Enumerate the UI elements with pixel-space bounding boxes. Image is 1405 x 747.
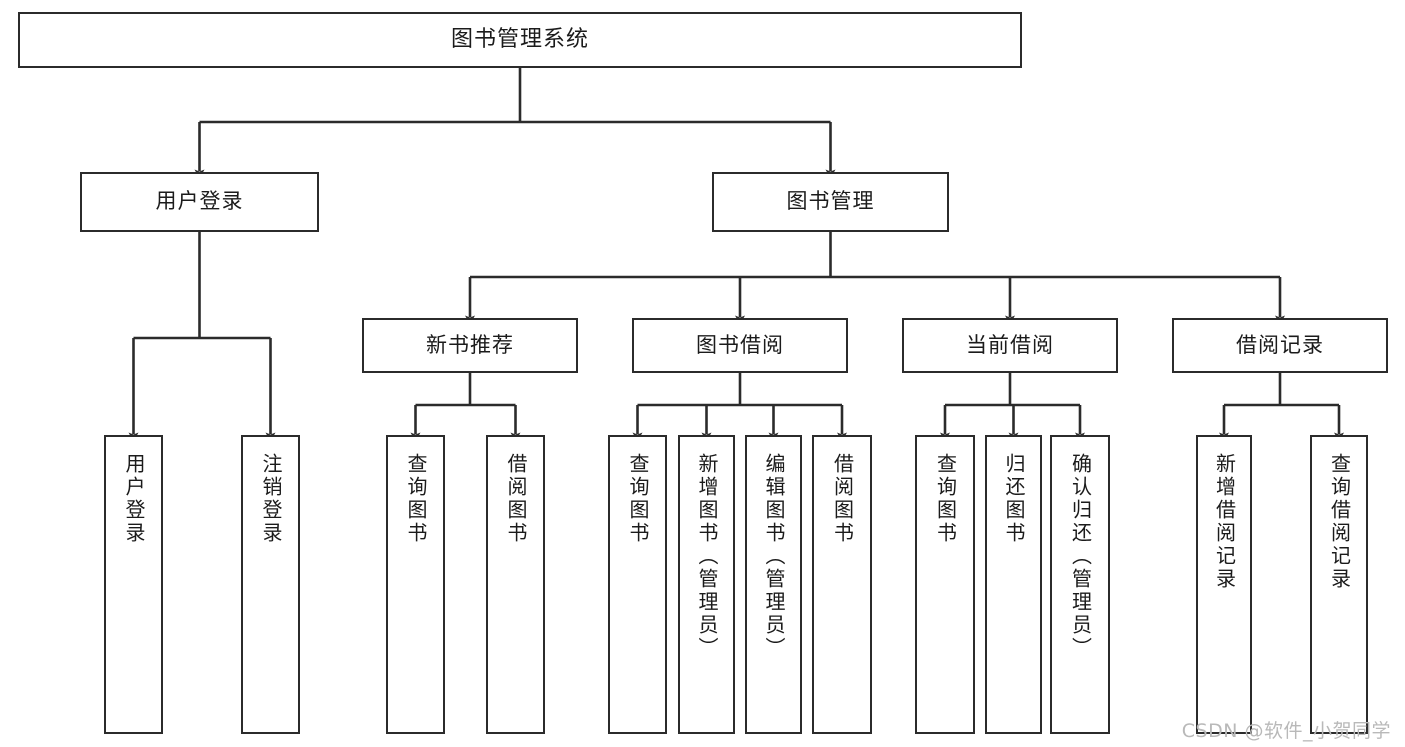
- node-label: 图书管理: [786, 189, 875, 214]
- node-label: 借阅图书: [830, 453, 855, 545]
- node-label: 图书管理系统: [450, 26, 589, 52]
- node-leaf-borrow-book-1: 借阅图书: [486, 435, 545, 734]
- node-leaf-confirm-return: 确认归还（管理员）: [1050, 435, 1110, 734]
- node-label: 用户登录: [122, 453, 146, 545]
- node-label: 编辑图书（管理员）: [762, 453, 786, 660]
- node-current-borrow: 当前借阅: [902, 318, 1118, 373]
- node-leaf-borrow-book-2: 借阅图书: [812, 435, 872, 734]
- node-user-login: 用户登录: [80, 172, 319, 232]
- node-label: 当前借阅: [966, 332, 1054, 357]
- node-label: 注销登录: [259, 453, 283, 545]
- node-label: 查询借阅记录: [1327, 453, 1352, 591]
- node-label: 查询图书: [404, 453, 428, 545]
- node-label: 借阅图书: [504, 453, 528, 545]
- node-label: 归还图书: [1002, 453, 1026, 545]
- node-label: 新书推荐: [426, 332, 514, 357]
- node-leaf-query-record: 查询借阅记录: [1310, 435, 1368, 734]
- node-label: 用户登录: [155, 189, 244, 214]
- node-leaf-add-book: 新增图书（管理员）: [678, 435, 735, 734]
- csdn-watermark: CSDN @软件_小贺同学: [1181, 720, 1391, 742]
- node-label: 查询图书: [626, 453, 650, 545]
- node-label: 确认归还（管理员）: [1068, 453, 1093, 660]
- node-label: 新增图书（管理员）: [695, 453, 719, 660]
- node-leaf-query-book-1: 查询图书: [386, 435, 445, 734]
- node-leaf-edit-book: 编辑图书（管理员）: [745, 435, 802, 734]
- node-leaf-add-record: 新增借阅记录: [1196, 435, 1252, 734]
- node-label: 图书借阅: [696, 332, 784, 357]
- node-borrow-record: 借阅记录: [1172, 318, 1388, 373]
- node-label: 查询图书: [933, 453, 958, 545]
- node-leaf-user-login: 用户登录: [104, 435, 163, 734]
- node-label: 新增借阅记录: [1212, 453, 1237, 591]
- node-new-book-rec: 新书推荐: [362, 318, 578, 373]
- node-leaf-query-book-2: 查询图书: [608, 435, 667, 734]
- node-book-borrow: 图书借阅: [632, 318, 848, 373]
- node-root: 图书管理系统: [18, 12, 1022, 68]
- node-leaf-query-book-3: 查询图书: [915, 435, 975, 734]
- node-book-manage: 图书管理: [712, 172, 949, 232]
- node-leaf-return-book: 归还图书: [985, 435, 1042, 734]
- node-leaf-logout-login: 注销登录: [241, 435, 300, 734]
- node-label: 借阅记录: [1236, 332, 1324, 357]
